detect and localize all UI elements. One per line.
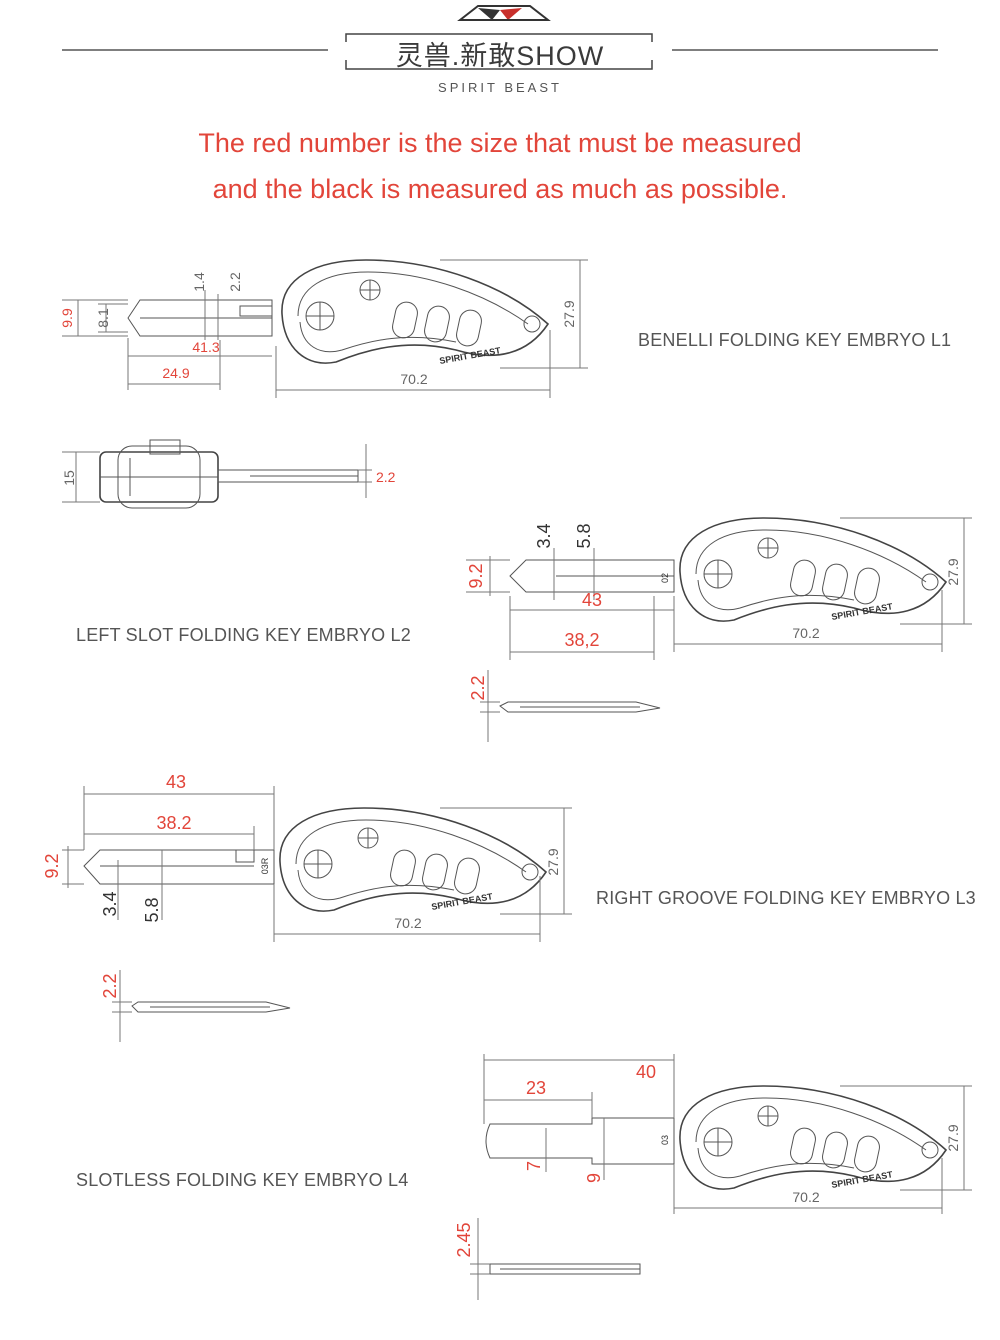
key-l2-drawing: SPIRIT BEAST 02 3.4 5.8 9.2 43 38,2 70.2… bbox=[466, 517, 972, 660]
key-l4-dim-27-9: 27.9 bbox=[945, 1124, 961, 1151]
key-l1-drawing: SPIRIT BEAST 9.9 8.1 1.4 2.2 41.3 24.9 7… bbox=[59, 259, 588, 398]
key-l2-dim-3-4: 3.4 bbox=[534, 523, 554, 548]
key-l2-dim-38-2: 38,2 bbox=[564, 630, 599, 650]
key-l3-side-view: 2.2 bbox=[100, 970, 291, 1042]
caption-key-l4: SLOTLESS FOLDING KEY EMBRYO L4 bbox=[76, 1170, 409, 1190]
key-l2-side-dim-2-2: 2.2 bbox=[468, 675, 488, 700]
key-l1-dim-2-2: 2.2 bbox=[227, 272, 243, 292]
key-l1-side-view: 15 2.2 bbox=[61, 439, 396, 509]
key-l2-dim-5-8: 5.8 bbox=[574, 523, 594, 548]
key-l4-side-view: 2.45 bbox=[454, 1218, 641, 1300]
key-l1-dim-1-4: 1.4 bbox=[191, 272, 207, 292]
key-l1-dim-24-9: 24.9 bbox=[162, 365, 189, 381]
key-l4-drawing: SPIRIT BEAST 03 40 23 7 9 70.2 27.9 bbox=[483, 1054, 972, 1214]
key-l4-dim-9: 9 bbox=[584, 1173, 604, 1183]
key-l4-dim-40: 40 bbox=[636, 1062, 656, 1082]
key-l1-dim-27-9: 27.9 bbox=[561, 300, 577, 327]
note-line-2: and the black is measured as much as pos… bbox=[212, 174, 788, 204]
key-l3-drawing: SPIRIT BEAST 03R 43 38.2 9.2 3.4 5.8 70.… bbox=[42, 772, 572, 942]
key-l3-dim-70-2: 70.2 bbox=[394, 915, 421, 931]
key-l3-dim-9-2: 9.2 bbox=[42, 853, 62, 878]
note-line-1: The red number is the size that must be … bbox=[198, 128, 802, 158]
key-l2-dim-70-2: 70.2 bbox=[792, 625, 819, 641]
key-l2-code: 02 bbox=[660, 573, 670, 583]
caption-key-l2: LEFT SLOT FOLDING KEY EMBRYO L2 bbox=[76, 625, 411, 645]
key-l3-side-dim-2-2: 2.2 bbox=[100, 973, 120, 998]
key-l2-dim-9-2: 9.2 bbox=[466, 563, 486, 588]
header-title: 灵兽.新敢SHOW bbox=[395, 41, 605, 71]
key-l3-dim-43: 43 bbox=[166, 772, 186, 792]
key-l4-dim-7: 7 bbox=[524, 1161, 544, 1171]
key-l3-dim-38-2: 38.2 bbox=[156, 813, 191, 833]
key-l3-dim-27-9: 27.9 bbox=[545, 848, 561, 875]
key-l4-dim-23: 23 bbox=[526, 1078, 546, 1098]
key-l3-dim-5-8: 5.8 bbox=[142, 897, 162, 922]
key-l1-dim-70-2: 70.2 bbox=[400, 371, 427, 387]
key-l2-dim-27-9: 27.9 bbox=[945, 558, 961, 585]
key-l4-side-dim-2-45: 2.45 bbox=[454, 1222, 474, 1257]
key-l1-side-dim-15: 15 bbox=[61, 470, 77, 486]
key-l1-dim-9-9: 9.9 bbox=[59, 308, 75, 328]
header: 灵兽.新敢SHOW SPIRIT BEAST bbox=[0, 0, 1000, 100]
key-l1-side-dim-2-2: 2.2 bbox=[376, 469, 396, 485]
key-l4-code: 03 bbox=[660, 1135, 670, 1145]
key-l2-side-view: 2.2 bbox=[468, 670, 661, 742]
caption-key-l1: BENELLI FOLDING KEY EMBRYO L1 bbox=[638, 330, 952, 350]
key-l4-dim-70-2: 70.2 bbox=[792, 1189, 819, 1205]
spirit-beast-logo bbox=[62, 5, 938, 70]
caption-key-l3: RIGHT GROOVE FOLDING KEY EMBRYO L3 bbox=[596, 888, 976, 908]
header-subtitle: SPIRIT BEAST bbox=[438, 80, 562, 95]
key-l1-dim-8-1: 8.1 bbox=[95, 308, 111, 328]
key-l3-code: 03R bbox=[260, 857, 270, 874]
key-l1-dim-41-3: 41.3 bbox=[192, 339, 219, 355]
key-l2-dim-43: 43 bbox=[582, 590, 602, 610]
key-l3-dim-3-4: 3.4 bbox=[100, 891, 120, 916]
